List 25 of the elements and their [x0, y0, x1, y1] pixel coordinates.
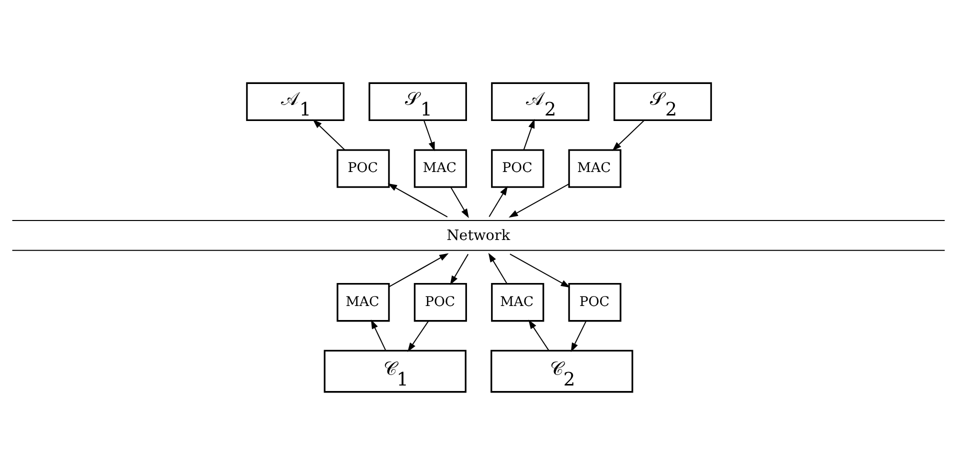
arrow	[488, 252, 508, 284]
arrow	[450, 254, 469, 285]
node-box: MAC	[491, 283, 544, 322]
arrow	[450, 187, 469, 218]
node-box: MAC	[568, 149, 622, 188]
arrow	[612, 120, 645, 151]
node-box: POC	[491, 149, 544, 188]
arrow	[388, 253, 449, 288]
node-box: POC	[414, 283, 467, 322]
node-box: MAC	[414, 149, 467, 188]
arrow	[488, 186, 508, 217]
node-box: MAC	[336, 283, 390, 322]
arrow	[523, 118, 535, 150]
node-text: Network	[446, 228, 510, 244]
arrow	[312, 119, 346, 150]
arrow	[508, 184, 570, 218]
arrow	[510, 254, 570, 288]
arrow	[423, 120, 435, 152]
arrow	[370, 320, 386, 351]
arrow	[408, 320, 429, 352]
arrow	[388, 183, 448, 218]
arrow	[570, 320, 587, 352]
arrow	[528, 320, 550, 351]
node-box: POC	[568, 283, 622, 322]
node-box: POC	[336, 149, 390, 188]
